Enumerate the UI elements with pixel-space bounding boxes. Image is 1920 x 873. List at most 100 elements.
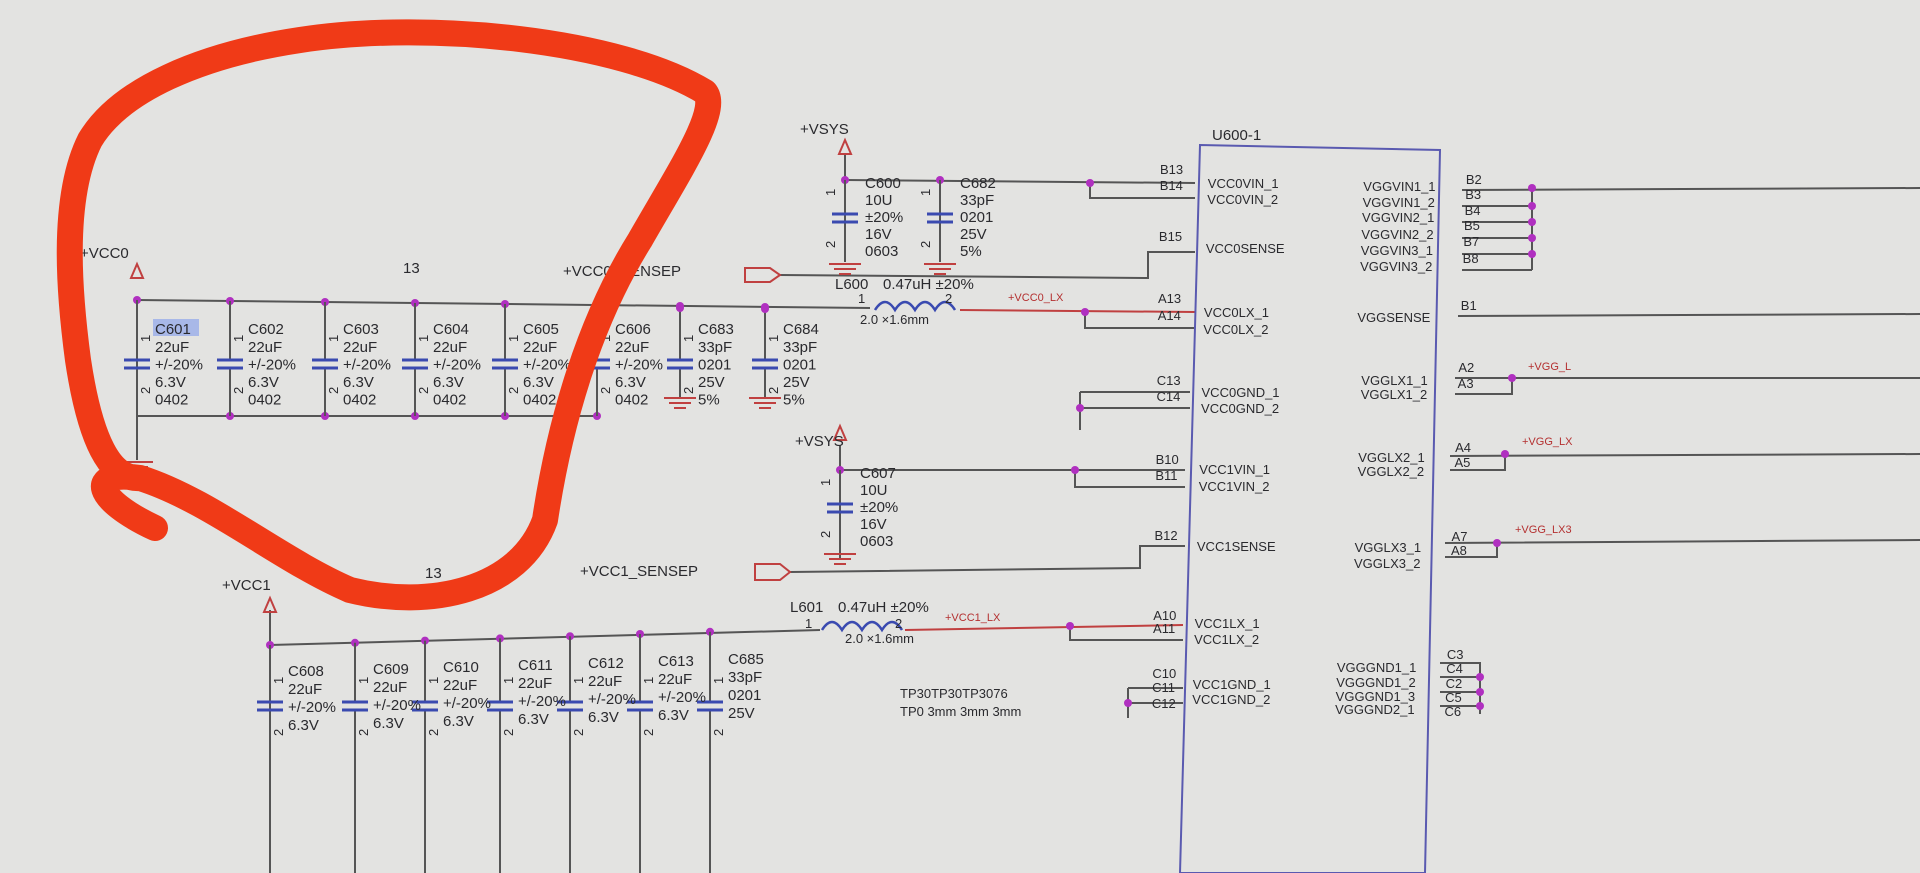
cap-pin-1: 1 (818, 479, 833, 486)
cap-pin-2: 2 (138, 387, 153, 394)
cap-pin-1: 1 (918, 189, 933, 196)
cap-value: 0402 (523, 392, 556, 409)
cap-value: 6.3V (518, 711, 549, 728)
cap-value: 6.3V (373, 715, 404, 732)
inductor-pin: 2 (895, 616, 902, 631)
cap-value: 22uF (433, 339, 467, 356)
test-point-label: TP0 3mm 3mm 3mm (900, 704, 1021, 719)
cap-value: 0201 (960, 209, 993, 226)
chip-pin-name: VGGLX3_1 (1355, 540, 1422, 555)
cap-pin-1: 1 (598, 335, 613, 342)
net-label-vcc0: +VCC0 (80, 245, 129, 262)
cap-value: 22uF (523, 339, 557, 356)
cap-value: 22uF (443, 677, 477, 694)
inductor-pin: 2 (945, 291, 952, 306)
cap-pin-1: 1 (231, 335, 246, 342)
chip-pin-name: VCC0VIN_2 (1207, 192, 1278, 207)
cap-ref: C605 (523, 321, 559, 338)
cap-value: 6.3V (433, 374, 464, 391)
cap-value: 6.3V (288, 717, 319, 734)
chip-pin-number: B12 (1154, 528, 1177, 543)
chip-pin-number: A14 (1158, 308, 1181, 323)
inductor-ref: L600 (835, 276, 868, 293)
cap-value: 0603 (860, 533, 893, 550)
chip-pin-number: A11 (1153, 621, 1175, 636)
cap-value: +/-20% (615, 357, 663, 374)
cap-value: 16V (860, 516, 887, 533)
l601-coil (820, 620, 904, 633)
chip-pin-name: VGGGND2_1 (1335, 702, 1414, 717)
capacitor-icon (487, 700, 513, 712)
cap-pin-1: 1 (711, 677, 726, 684)
cap-value: 25V (960, 226, 987, 243)
cap-value: 6.3V (343, 374, 374, 391)
chip-pin-name: VCC1LX_1 (1195, 616, 1260, 631)
chip-pin-number: A4 (1455, 440, 1471, 455)
cap-value: 6.3V (523, 374, 554, 391)
inductor-size: 2.0 ×1.6mm (845, 631, 914, 646)
capacitor-icon (342, 700, 368, 712)
cap-pin-1: 1 (823, 189, 838, 196)
chip-pin-number: B13 (1160, 162, 1183, 177)
net-label-vcc1-sensep: +VCC1_SENSEP (580, 563, 698, 580)
cap-value: 22uF (343, 339, 377, 356)
chip-pin-number: C14 (1157, 389, 1181, 404)
net-label-vgg-lx: +VGG_LX (1522, 436, 1573, 448)
capacitor-icon (667, 358, 693, 370)
chip-pin-number: B8 (1463, 251, 1479, 266)
cap-pin-2: 2 (766, 387, 781, 394)
cap-value: +/-20% (433, 357, 481, 374)
cap-value: 22uF (155, 339, 189, 356)
cap-pin-1: 1 (326, 335, 341, 342)
inductor-size: 2.0 ×1.6mm (860, 312, 929, 327)
capacitor-icon (412, 700, 438, 712)
chip-pin-name: VGGLX2_1 (1358, 450, 1425, 465)
cap-value: 33pF (698, 339, 732, 356)
junction-dot (1081, 308, 1089, 316)
cap-value: 5% (698, 392, 720, 409)
chip-pin-name: VCC1LX_2 (1194, 632, 1259, 647)
chip-pin-name: VCC0SENSE (1206, 241, 1285, 256)
cap-pin-2: 2 (426, 729, 441, 736)
chip-pin-number: C5 (1445, 690, 1462, 705)
cap-value: 22uF (288, 681, 322, 698)
inductor-value: 0.47uH ±20% (838, 599, 929, 616)
cap-ref: C613 (658, 653, 694, 670)
cap-value: 0402 (433, 392, 466, 409)
chip-pin-name: VCC0VIN_1 (1208, 176, 1279, 191)
cap-pin-2: 2 (231, 387, 246, 394)
cap-value: 33pF (960, 192, 994, 209)
chip-pin-name: VCC1GND_2 (1192, 692, 1270, 707)
net-label-vcc1: +VCC1 (222, 577, 271, 594)
inductor-value: 0.47uH ±20% (883, 276, 974, 293)
chip-pin-number: B15 (1159, 229, 1182, 244)
l600-coil (873, 300, 957, 313)
junction-dot (1508, 374, 1516, 382)
cap-value: 22uF (588, 673, 622, 690)
cap-pin-2: 2 (818, 531, 833, 538)
chip-pin-number: B2 (1466, 172, 1482, 187)
cap-pin-1: 1 (766, 335, 781, 342)
chip-pin-name: VGGVIN3_2 (1360, 259, 1432, 274)
cap-value: +/-20% (155, 357, 203, 374)
junction-dot (1493, 539, 1501, 547)
cap-ref: C684 (783, 321, 819, 338)
vsys-power-arrow (837, 137, 853, 155)
ground-icon (749, 397, 781, 409)
cap-value: +/-20% (658, 689, 706, 706)
chip-pin-name: VGGSENSE (1357, 310, 1430, 325)
cap-ref: C609 (373, 661, 409, 678)
chip-pin-number: B1 (1461, 298, 1477, 313)
junction-dot (1124, 699, 1132, 707)
junction-dot (676, 304, 684, 312)
chip-pin-name: VGGGND1_1 (1337, 660, 1416, 675)
chip-pin-number: A3 (1458, 376, 1474, 391)
cap-pin-1: 1 (271, 677, 286, 684)
junction-dot (1476, 673, 1484, 681)
cap-value: 25V (698, 374, 725, 391)
chip-ref: U600-1 (1212, 127, 1261, 144)
cap-value: 5% (783, 392, 805, 409)
chip-pin-name: VGGLX3_2 (1354, 556, 1421, 571)
cap-ref: C682 (960, 175, 996, 192)
